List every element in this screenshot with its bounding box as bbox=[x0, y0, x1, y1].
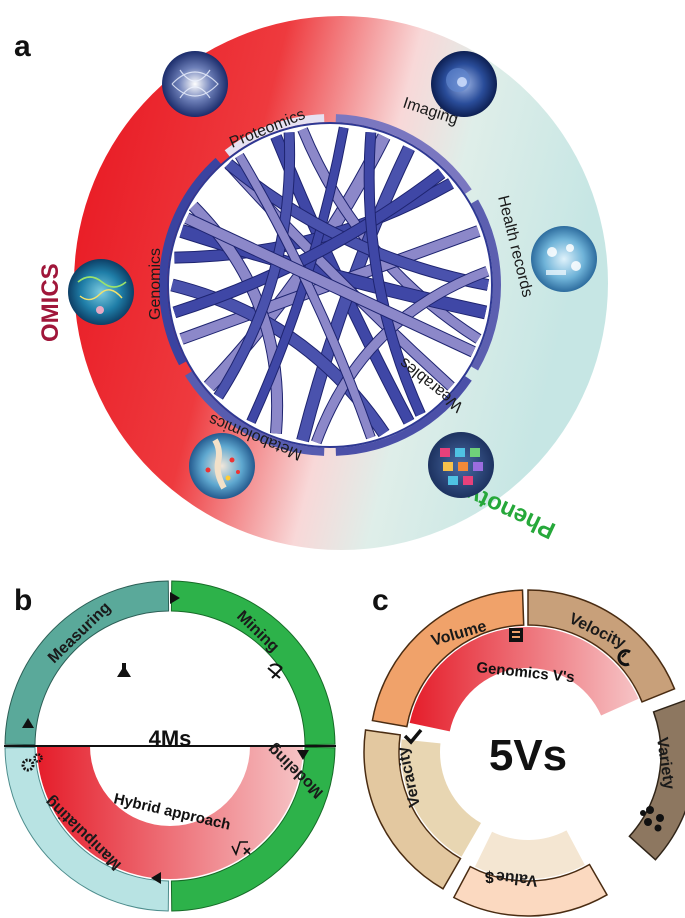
segment-manipulating bbox=[4, 746, 170, 912]
database-icon bbox=[509, 628, 523, 642]
chord-ribbon bbox=[312, 267, 489, 444]
segment-arc bbox=[335, 114, 472, 194]
segment-label-genomics: Genomics bbox=[147, 248, 164, 320]
ring-5vs bbox=[363, 589, 685, 917]
wearables-image bbox=[428, 432, 494, 498]
imaging-image bbox=[431, 51, 497, 117]
network-icon bbox=[640, 806, 664, 832]
segment-arc bbox=[184, 371, 325, 456]
flask-icon bbox=[117, 663, 131, 677]
genomics-image bbox=[68, 259, 134, 325]
function-icon bbox=[231, 841, 251, 857]
chord-ribbon bbox=[235, 153, 375, 439]
panel-a: a Proteomics Imaging Health records Wear… bbox=[14, 16, 608, 550]
genomics-vs-band bbox=[409, 626, 639, 732]
panel-c: c Volume Velocity Variety Value Veracity… bbox=[363, 584, 685, 917]
panel-b-letter: b bbox=[14, 584, 32, 617]
segment-arc bbox=[471, 199, 501, 371]
chord-ribbon bbox=[364, 132, 425, 417]
panel-c-letter: c bbox=[372, 584, 389, 617]
dollar-icon: $ bbox=[485, 868, 494, 885]
chord-ribbon bbox=[214, 132, 295, 400]
segment-variety bbox=[628, 699, 685, 861]
svg-text:$: $ bbox=[485, 868, 494, 885]
value-inner-band bbox=[474, 830, 585, 879]
segment-modeling bbox=[170, 746, 336, 912]
chord-ribbons bbox=[170, 126, 490, 445]
panel-b: b Measuring Mining Modeling Manipulating… bbox=[4, 580, 336, 912]
proteomics-image bbox=[162, 51, 228, 117]
segment-arc bbox=[224, 114, 325, 157]
segment-volume bbox=[371, 589, 525, 728]
veracity-inner-band bbox=[400, 739, 481, 857]
segment-arcs bbox=[158, 114, 501, 456]
segment-arc bbox=[158, 157, 221, 366]
hybrid-approach-band bbox=[37, 746, 303, 879]
speedometer-icon bbox=[617, 649, 631, 667]
gear-icon bbox=[21, 753, 43, 772]
chord-ribbon bbox=[172, 169, 445, 318]
segment-arc bbox=[335, 376, 472, 456]
omics-label: OMICS bbox=[37, 263, 64, 342]
segment-value bbox=[452, 863, 609, 917]
segment-velocity bbox=[527, 589, 676, 703]
segment-measuring bbox=[4, 580, 170, 746]
segment-mining bbox=[170, 580, 336, 746]
health-records-image bbox=[531, 226, 597, 292]
cycle-arrow-icon bbox=[22, 592, 309, 884]
center-4ms: 4Ms bbox=[149, 726, 192, 751]
pickaxe-icon bbox=[267, 663, 283, 679]
chord-ribbon bbox=[184, 213, 476, 357]
metabolomics-image bbox=[189, 433, 255, 499]
panel-a-letter: a bbox=[14, 30, 31, 63]
segment-veracity bbox=[363, 729, 462, 890]
ring-4ms bbox=[4, 580, 336, 912]
center-5vs: 5Vs bbox=[489, 731, 567, 780]
label-value: Value bbox=[495, 868, 538, 889]
checkmark-icon bbox=[403, 728, 423, 745]
